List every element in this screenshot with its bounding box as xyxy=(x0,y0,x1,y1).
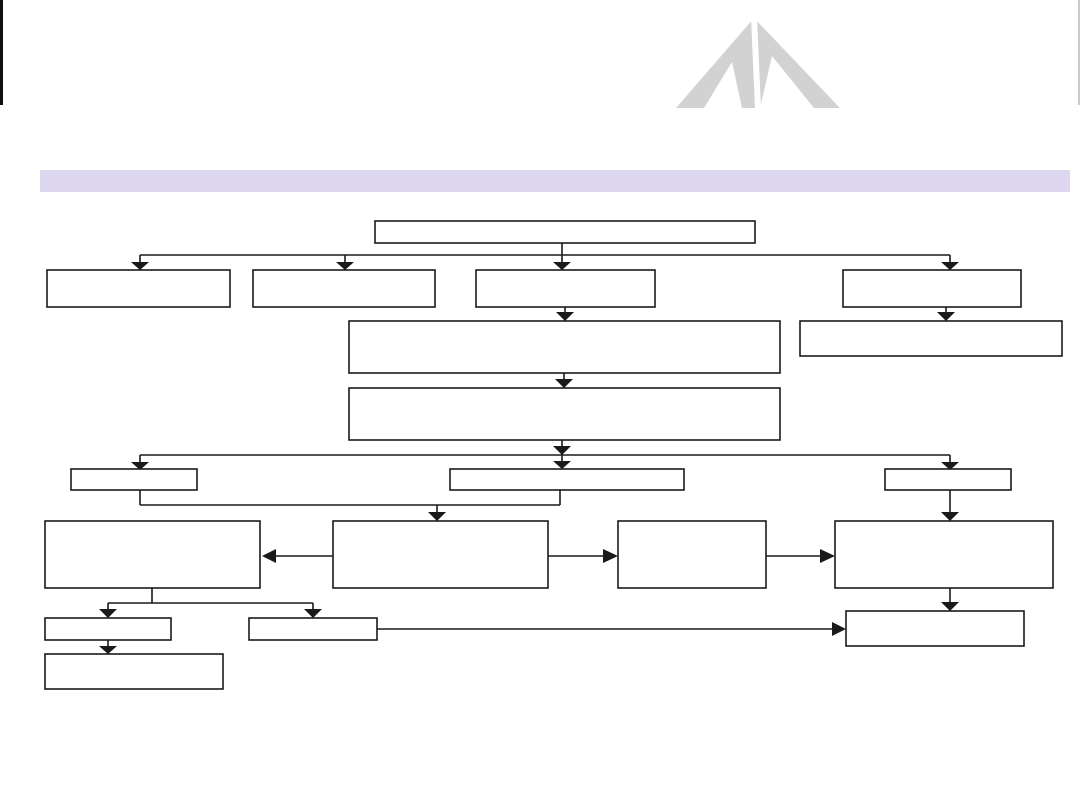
arrowheads xyxy=(99,262,959,654)
arrowhead-down xyxy=(937,312,955,321)
box-step-a xyxy=(348,320,781,374)
arrowhead-left xyxy=(262,549,276,563)
box-final-right xyxy=(845,610,1025,647)
arrowhead-down xyxy=(131,462,149,470)
box-option-left xyxy=(70,468,198,491)
box-branch-2 xyxy=(252,269,436,308)
right-edge-rule xyxy=(1078,0,1080,105)
arrowhead-right xyxy=(832,622,846,636)
box-branch-4 xyxy=(842,269,1022,308)
box-root xyxy=(374,220,756,244)
box-sub-left-1-result xyxy=(44,653,224,690)
arrowhead-down xyxy=(941,602,959,611)
box-sub-left-2 xyxy=(248,617,378,641)
connectors xyxy=(107,243,951,646)
left-edge-rule xyxy=(0,0,3,105)
box-branch-1 xyxy=(46,269,231,308)
box-sub-left-1 xyxy=(44,617,172,641)
box-outcome-left xyxy=(44,520,261,589)
arrowhead-down xyxy=(99,646,117,654)
arrowhead-down xyxy=(555,379,573,388)
arrowhead-down xyxy=(131,262,149,270)
arrowhead-down xyxy=(99,609,117,618)
arrowhead-down xyxy=(941,512,959,521)
leaf-logo-icon xyxy=(676,14,840,108)
arrowhead-right xyxy=(820,549,835,563)
arrowhead-down xyxy=(941,262,959,270)
box-branch-3 xyxy=(475,269,656,308)
arrowhead-down xyxy=(941,462,959,470)
arrowhead-down xyxy=(304,609,322,618)
box-outcome-right xyxy=(834,520,1054,589)
box-option-right xyxy=(884,468,1012,491)
arrowhead-down xyxy=(553,446,571,455)
arrowhead-down xyxy=(556,312,574,321)
box-step-b xyxy=(348,387,781,441)
arrowhead-down xyxy=(428,512,446,521)
box-option-center xyxy=(449,468,685,491)
box-branch-4-result xyxy=(799,320,1063,357)
arrowhead-down xyxy=(553,262,571,270)
section-header-band xyxy=(40,170,1070,192)
box-outcome-center xyxy=(332,520,549,589)
arrowhead-down xyxy=(553,461,571,469)
arrowhead-right xyxy=(603,549,618,563)
flowchart-boxes xyxy=(44,220,1063,690)
box-outcome-middle xyxy=(617,520,767,589)
arrowhead-down xyxy=(336,262,354,270)
